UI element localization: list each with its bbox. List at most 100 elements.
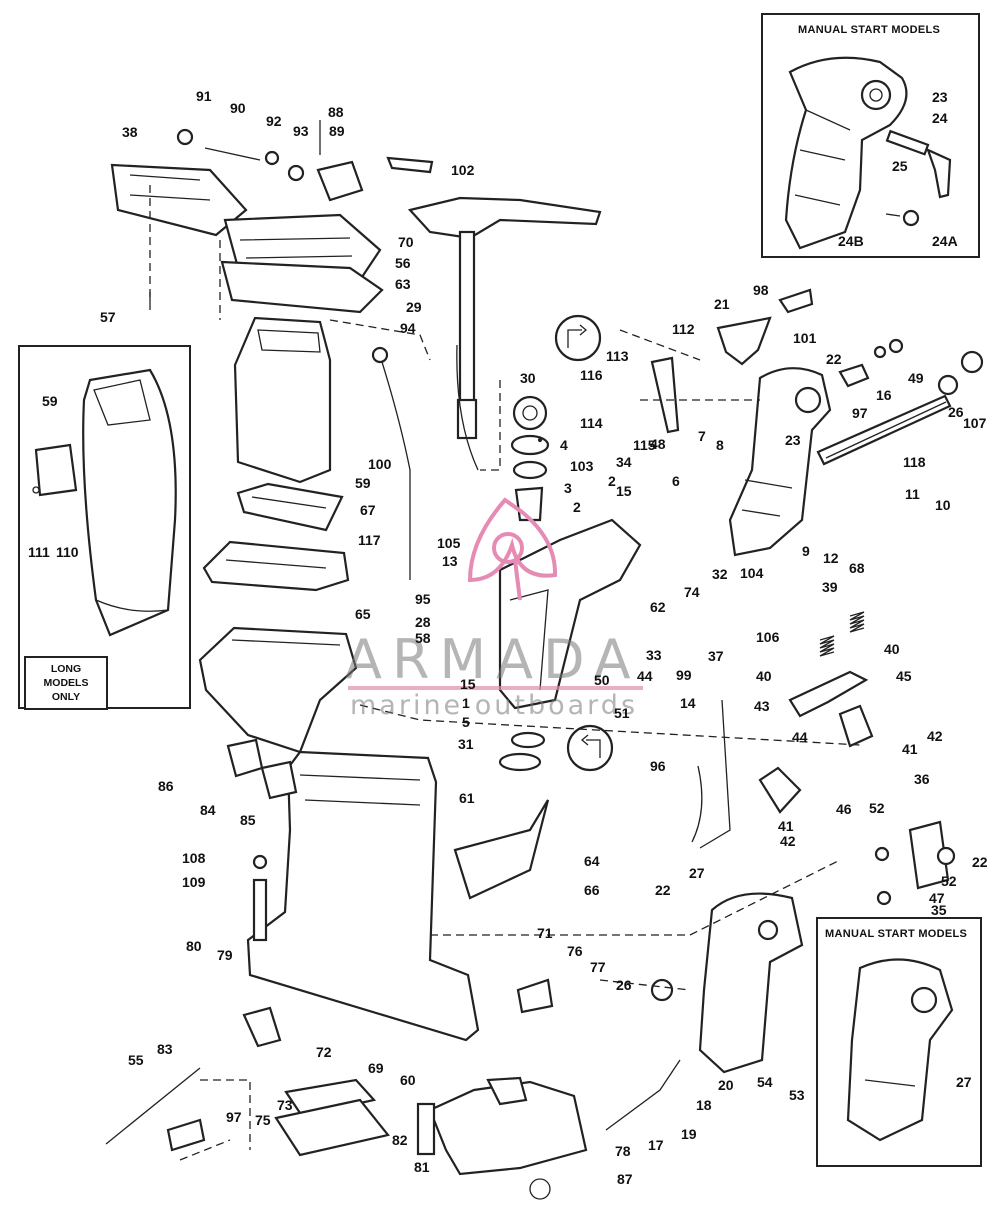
part-label-100: 100 bbox=[368, 456, 392, 472]
part-label-20: 20 bbox=[718, 1077, 734, 1093]
part-label-104: 104 bbox=[740, 565, 764, 581]
part-label-28: 28 bbox=[415, 614, 431, 630]
part-label-99: 99 bbox=[676, 667, 692, 683]
part-label-4: 4 bbox=[560, 437, 568, 453]
part-label-105: 105 bbox=[437, 535, 461, 551]
part-label-6: 6 bbox=[672, 473, 680, 489]
part-label-74: 74 bbox=[684, 584, 700, 600]
inset-title-top: MANUAL START MODELS bbox=[798, 24, 941, 36]
part-label-96: 96 bbox=[650, 758, 666, 774]
part-label-64: 64 bbox=[584, 853, 600, 869]
part-label-22: 22 bbox=[826, 351, 842, 367]
part-label-51: 51 bbox=[614, 705, 630, 721]
part-label-9: 9 bbox=[802, 543, 810, 559]
part-label-103: 103 bbox=[570, 458, 594, 474]
part-label-36: 36 bbox=[914, 771, 930, 787]
part-label-101: 101 bbox=[793, 330, 817, 346]
inset-long-housing bbox=[32, 368, 177, 637]
part-label-19: 19 bbox=[681, 1126, 697, 1142]
part-label-41: 41 bbox=[902, 741, 918, 757]
part-label-26: 26 bbox=[948, 404, 964, 420]
part-label-15: 15 bbox=[460, 676, 476, 692]
part-label-42: 42 bbox=[780, 833, 796, 849]
part-label-62: 62 bbox=[650, 599, 666, 615]
long-models-line-2: MODELS bbox=[43, 677, 89, 689]
part-label-73: 73 bbox=[277, 1097, 293, 1113]
part-label-89: 89 bbox=[329, 123, 345, 139]
part-label-27: 27 bbox=[689, 865, 705, 881]
part-label-115: 115 bbox=[633, 437, 656, 453]
watermark-tagline: marine outboards bbox=[350, 690, 639, 721]
part-label-55: 55 bbox=[128, 1052, 144, 1068]
part-label-12: 12 bbox=[823, 550, 839, 566]
part-label-86: 86 bbox=[158, 778, 174, 794]
part-label-32: 32 bbox=[712, 566, 728, 582]
part-label-23: 23 bbox=[785, 432, 801, 448]
part-label-44: 44 bbox=[792, 729, 808, 745]
part-label-57: 57 bbox=[100, 309, 116, 325]
part-label-107: 107 bbox=[963, 415, 987, 431]
part-label-43: 43 bbox=[754, 698, 770, 714]
part-label-42: 42 bbox=[927, 728, 943, 744]
part-label-10: 10 bbox=[935, 497, 951, 513]
part-label-2: 2 bbox=[608, 473, 616, 489]
part-label-58: 58 bbox=[415, 630, 431, 646]
part-label-79: 79 bbox=[217, 947, 233, 963]
part-label-22: 22 bbox=[972, 854, 988, 870]
part-label-56: 56 bbox=[395, 255, 411, 271]
part-label-97: 97 bbox=[226, 1109, 242, 1125]
part-label-5: 5 bbox=[462, 714, 470, 730]
part-label-50: 50 bbox=[594, 672, 610, 688]
part-label-30: 30 bbox=[520, 370, 536, 386]
part-label-35: 35 bbox=[931, 902, 947, 918]
part-label-1: 1 bbox=[462, 695, 470, 711]
part-label-25: 25 bbox=[892, 158, 908, 174]
part-label-87: 87 bbox=[617, 1171, 633, 1187]
part-label-85: 85 bbox=[240, 812, 256, 828]
part-label-72: 72 bbox=[316, 1044, 332, 1060]
part-label-26: 26 bbox=[616, 977, 632, 993]
part-label-59: 59 bbox=[355, 475, 371, 491]
part-label-114: 114 bbox=[580, 415, 603, 431]
part-label-106: 106 bbox=[756, 629, 780, 645]
part-label-82: 82 bbox=[392, 1132, 408, 1148]
upper-adapter-group bbox=[110, 120, 602, 580]
part-label-118: 118 bbox=[903, 454, 926, 470]
part-label-44: 44 bbox=[637, 668, 653, 684]
part-label-2: 2 bbox=[573, 499, 581, 515]
part-label-46: 46 bbox=[836, 801, 852, 817]
part-label-39: 39 bbox=[822, 579, 838, 595]
part-label-116: 116 bbox=[580, 367, 603, 383]
part-label-98: 98 bbox=[753, 282, 769, 298]
part-label-76: 76 bbox=[567, 943, 583, 959]
part-label-48: 48 bbox=[650, 436, 666, 452]
part-label-61: 61 bbox=[459, 790, 475, 806]
part-label-34: 34 bbox=[616, 454, 632, 470]
part-label-53: 53 bbox=[789, 1087, 805, 1103]
part-label-17: 17 bbox=[648, 1137, 664, 1153]
part-label-45: 45 bbox=[896, 668, 912, 684]
part-label-14: 14 bbox=[680, 695, 696, 711]
part-label-110: 110 bbox=[56, 544, 79, 560]
part-label-40: 40 bbox=[756, 668, 772, 684]
inset-title-bottom: MANUAL START MODELS bbox=[825, 928, 968, 940]
part-label-94: 94 bbox=[400, 320, 416, 336]
part-label-15: 15 bbox=[616, 483, 632, 499]
long-models-note: LONG MODELS ONLY bbox=[24, 656, 108, 710]
part-label-11: 11 bbox=[905, 486, 920, 502]
part-label-59: 59 bbox=[42, 393, 58, 409]
watermark-accent-bar bbox=[348, 686, 643, 690]
midsection-covers bbox=[198, 316, 358, 754]
swivel-assembly bbox=[467, 288, 984, 849]
part-label-77: 77 bbox=[590, 959, 606, 975]
part-label-52: 52 bbox=[941, 873, 957, 889]
part-label-92: 92 bbox=[266, 113, 282, 129]
part-label-70: 70 bbox=[398, 234, 414, 250]
part-label-91: 91 bbox=[196, 88, 212, 104]
part-label-93: 93 bbox=[293, 123, 309, 139]
part-label-8: 8 bbox=[716, 437, 724, 453]
part-label-18: 18 bbox=[696, 1097, 712, 1113]
part-label-97: 97 bbox=[852, 405, 868, 421]
